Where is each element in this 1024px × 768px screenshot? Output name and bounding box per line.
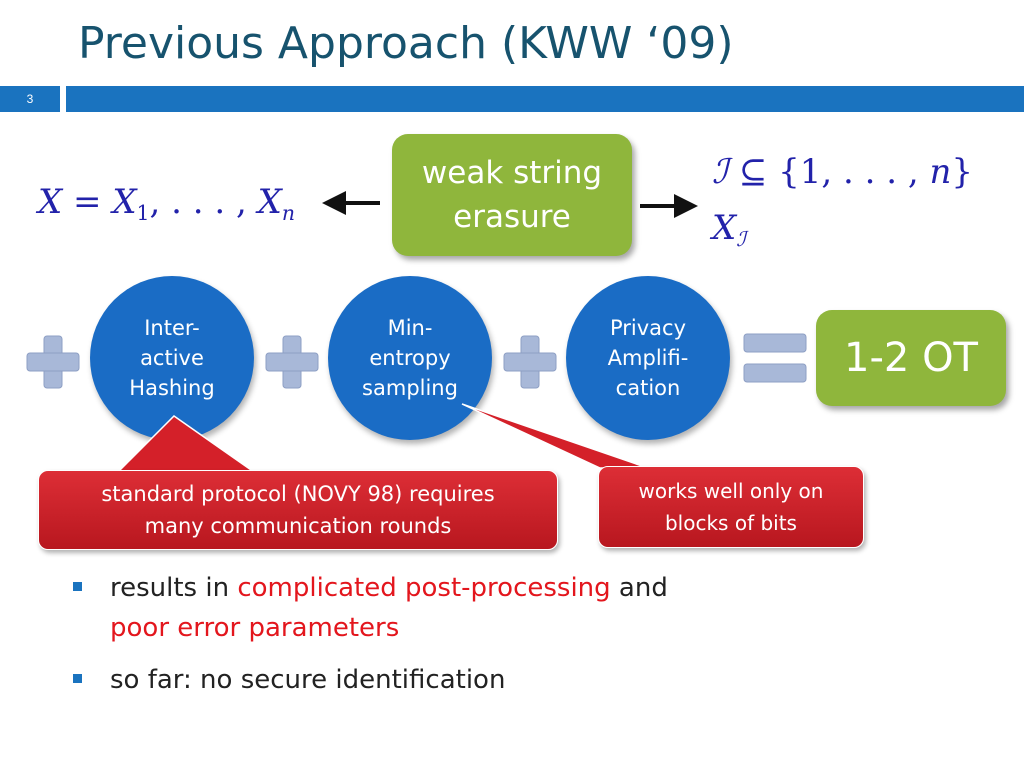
callout-blocks-line-2: blocks of bits: [664, 511, 797, 535]
result-ot-box: 1-2 OT: [816, 310, 1006, 406]
math-sub-1: 1: [136, 201, 150, 226]
page-number-box: [0, 86, 60, 112]
step-min-entropy-sampling: Min-entropy sampling: [328, 276, 492, 440]
math-ellipsis: , . . . ,: [149, 182, 258, 222]
bullet-item-post-processing: results in complicated post-processing a…: [110, 568, 870, 648]
result-ot-label: 1-2 OT: [844, 335, 978, 381]
math-equals: =: [62, 182, 113, 222]
step-1-line-2: active: [140, 346, 204, 370]
callout-novy-line-2: many communication rounds: [144, 514, 452, 538]
bullet-marker: [73, 582, 82, 591]
bullet-1-prefix: results in: [110, 573, 238, 603]
math-n: n: [929, 152, 952, 192]
step-1-line-3: Hashing: [129, 376, 215, 400]
step-2-line-1: Min-: [387, 316, 433, 340]
weak-string-erasure-box: weak string erasure: [392, 134, 632, 256]
callout-blocks-of-bits: works well only on blocks of bits: [598, 466, 864, 548]
callout-novy-rounds: standard protocol (NOVY 98) requires many…: [38, 470, 558, 550]
math-x-var: X: [38, 182, 63, 222]
erasure-line-2: erasure: [453, 199, 571, 235]
step-1-line-1: Inter-: [144, 316, 200, 340]
math-i-set: ℐ: [712, 152, 728, 192]
plus-icon: [265, 335, 319, 389]
step-3-line-2: Amplifi-: [607, 346, 689, 370]
bullet-item-identification: so far: no secure identification: [110, 665, 506, 695]
math-x-substring: Xℐ: [712, 208, 746, 252]
plus-icon: [503, 335, 557, 389]
header-bar: [66, 86, 1024, 112]
math-x-sub-index: ℐ: [736, 227, 746, 252]
math-x-last: X: [257, 182, 282, 222]
bullet-1-middle: and: [610, 573, 668, 603]
math-subset-definition: ℐ ⊆ {1, . . . , n}: [712, 152, 973, 192]
callout-pointer-blocks: [461, 403, 649, 469]
page-number: 3: [26, 92, 34, 106]
slide-title: Previous Approach (KWW ‘09): [78, 18, 734, 69]
math-x-sub-var: X: [712, 208, 737, 248]
step-2-line-2: entropy: [369, 346, 451, 370]
equals-icon: [743, 333, 807, 383]
step-3-line-1: Privacy: [609, 316, 687, 340]
callout-pointer-novy: [116, 415, 257, 473]
plus-icon: [26, 335, 80, 389]
step-3-line-3: cation: [615, 376, 681, 400]
bullet-marker: [73, 674, 82, 683]
callout-novy-line-1: standard protocol (NOVY 98) requires: [101, 482, 495, 506]
math-sub-n: n: [281, 201, 295, 226]
math-subseteq: ⊆ {1, . . . ,: [727, 152, 930, 192]
math-string-x: X = X1, . . . , Xn: [38, 182, 295, 226]
erasure-line-1: weak string: [421, 155, 603, 191]
bullet-1-emphasis-1: complicated post-processing: [237, 573, 611, 603]
math-close-brace: }: [951, 152, 973, 192]
math-x-first: X: [112, 182, 137, 222]
step-2-line-3: sampling: [362, 376, 458, 400]
bullet-1-emphasis-2: poor error parameters: [110, 613, 400, 643]
callout-blocks-line-1: works well only on: [638, 479, 824, 503]
